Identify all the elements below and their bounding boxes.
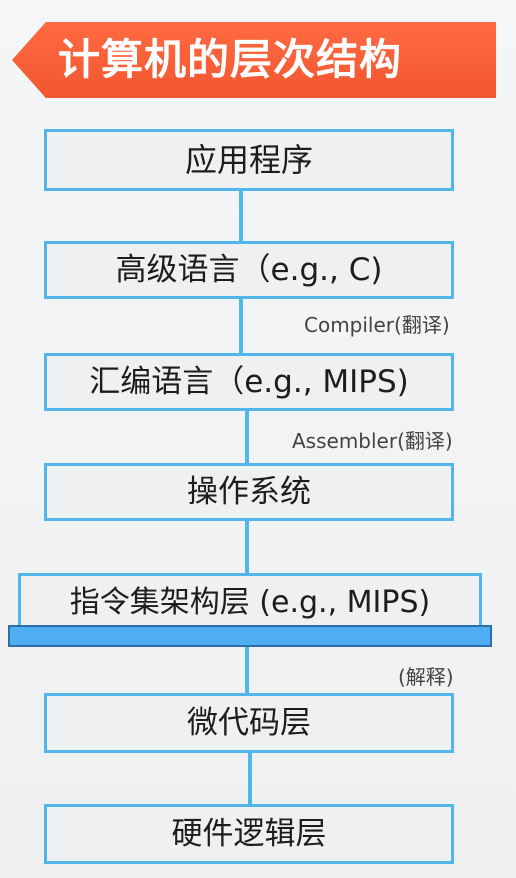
layer-label: 汇编语言（e.g., MIPS) <box>89 364 409 400</box>
connector <box>239 189 243 243</box>
isa-highlight-bar <box>8 625 492 647</box>
compiler-label: Compiler(翻译) <box>304 313 450 337</box>
layer-high-level-language: 高级语言（e.g., C) <box>44 241 454 299</box>
layer-label: 硬件逻辑层 <box>171 816 327 852</box>
connector <box>239 297 243 353</box>
interpret-label: (解释) <box>398 665 454 689</box>
layer-microcode: 微代码层 <box>44 693 454 753</box>
layer-label: 高级语言（e.g., C) <box>115 252 383 288</box>
layer-label: 微代码层 <box>187 705 311 741</box>
layer-assembly-language: 汇编语言（e.g., MIPS) <box>44 353 454 411</box>
connector <box>248 751 252 806</box>
layer-isa: 指令集架构层 (e.g., MIPS) <box>18 573 482 629</box>
layer-hardware-logic: 硬件逻辑层 <box>44 804 454 864</box>
page-title: 计算机的层次结构 <box>58 35 403 84</box>
connector <box>245 409 249 465</box>
connector <box>245 519 249 575</box>
layer-label: 操作系统 <box>187 474 311 510</box>
layer-operating-system: 操作系统 <box>44 463 454 521</box>
title-banner <box>12 22 496 98</box>
assembler-label: Assembler(翻译) <box>292 429 453 453</box>
layer-label: 指令集架构层 (e.g., MIPS) <box>69 585 431 620</box>
layer-application: 应用程序 <box>44 129 454 191</box>
connector <box>245 647 249 695</box>
layer-label: 应用程序 <box>184 141 313 179</box>
